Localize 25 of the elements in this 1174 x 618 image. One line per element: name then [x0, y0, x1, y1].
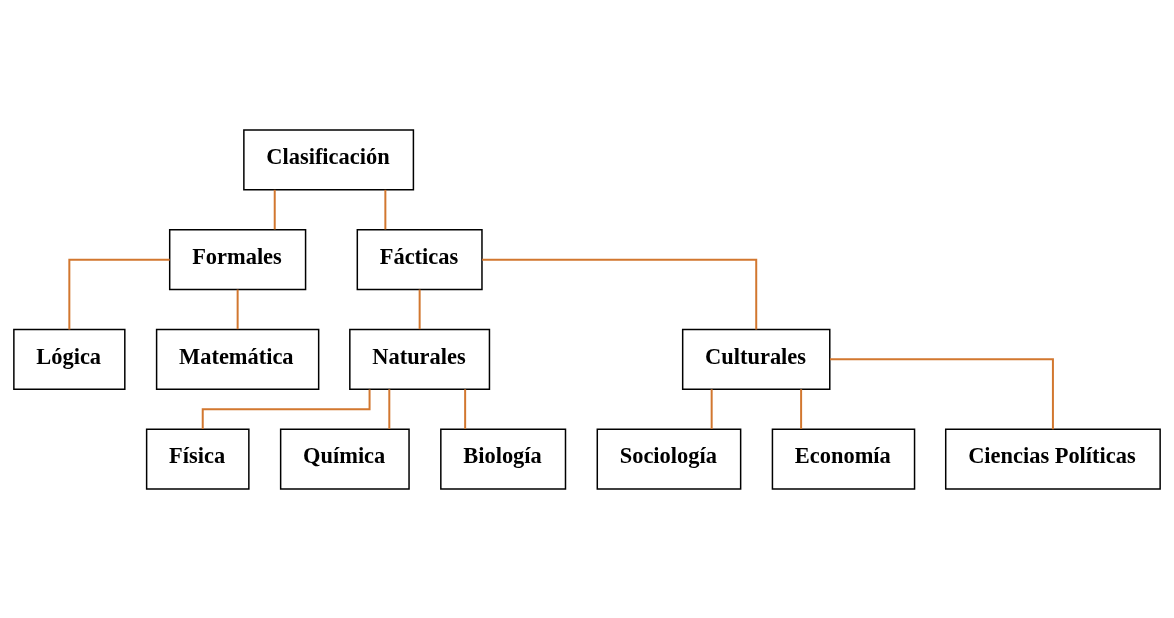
- node-box: Biología: [440, 427, 567, 490]
- connector: [464, 387, 467, 430]
- connector: [273, 188, 276, 230]
- connector: [384, 188, 387, 230]
- connector: [236, 288, 239, 330]
- node-box: Ciencias Políticas: [944, 427, 1161, 490]
- node-box: Química: [279, 427, 410, 490]
- node-box: Formales: [168, 228, 307, 290]
- connector: [388, 387, 391, 430]
- connector: [68, 258, 171, 330]
- node-box: Lógica: [13, 328, 126, 390]
- connector: [710, 387, 713, 430]
- node-box: Culturales: [681, 328, 831, 390]
- node-box: Naturales: [349, 328, 491, 390]
- connector: [828, 357, 1054, 430]
- node-box: Clasificación: [243, 128, 415, 191]
- connector: [481, 258, 758, 330]
- node-box: Física: [145, 427, 250, 490]
- node-box: Fácticas: [356, 228, 483, 290]
- node-box: Matemática: [155, 328, 320, 390]
- connector: [418, 288, 421, 330]
- connector: [201, 388, 371, 430]
- connector: [800, 387, 803, 430]
- node-box: Economía: [771, 427, 916, 490]
- node-box: Sociología: [596, 427, 742, 490]
